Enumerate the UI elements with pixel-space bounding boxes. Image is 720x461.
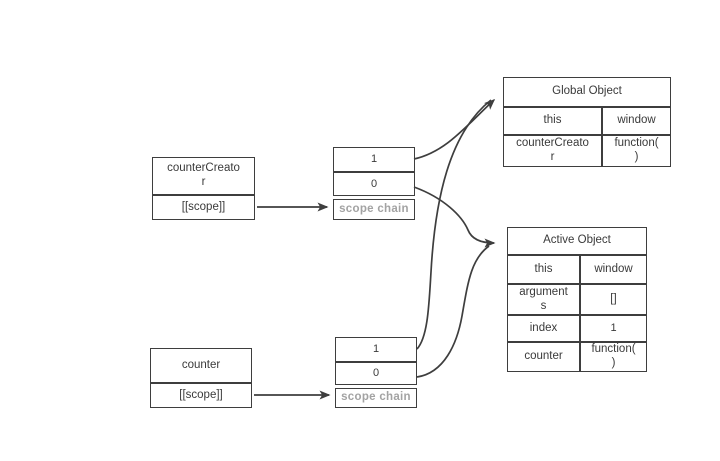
arrow-top0-to-active-object (413, 186, 496, 248)
stack-item-1: 1 (333, 147, 415, 172)
table-cell-key: counter (507, 342, 580, 372)
scope-chain-label: scope chain (333, 199, 415, 220)
global-object-table: Global Object this window counterCreato … (503, 77, 671, 167)
table-cell-value: 1 (580, 315, 647, 342)
table-row: counterCreato r function( ) (503, 135, 671, 167)
table-cell-key: this (503, 107, 602, 135)
table-cell-key: counterCreato r (503, 135, 602, 167)
table-cell-value: window (580, 255, 647, 284)
stack-item-0: 0 (333, 172, 415, 196)
active-object-table: Active Object this window argument s [] … (507, 227, 647, 372)
table-cell-value: function( ) (602, 135, 671, 167)
table-cell-value: function( ) (580, 342, 647, 372)
table-row: this window (503, 107, 671, 135)
scope-chain-stack-bottom: 1 0 scope chain (335, 337, 417, 408)
stack-item-0: 0 (335, 362, 417, 385)
active-object-header: Active Object (507, 227, 647, 255)
counter-creator-box: counterCreato r [[scope]] (152, 157, 255, 220)
global-object-header: Global Object (503, 77, 671, 107)
table-row: index 1 (507, 315, 647, 342)
counter-scope-slot: [[scope]] (150, 383, 252, 408)
stack-item-1: 1 (335, 337, 417, 362)
table-cell-key: this (507, 255, 580, 284)
table-row: counter function( ) (507, 342, 647, 372)
table-cell-value: [] (580, 284, 647, 315)
table-row: this window (507, 255, 647, 284)
table-row: argument s [] (507, 284, 647, 315)
counter-title: counter (150, 348, 252, 383)
table-cell-key: index (507, 315, 580, 342)
arrow-bottom0-to-active-object (416, 245, 490, 378)
arrow-bottom1-to-global-object (416, 99, 492, 350)
counter-creator-title: counterCreato r (152, 157, 255, 195)
counter-box: counter [[scope]] (150, 348, 252, 408)
counter-creator-scope-slot: [[scope]] (152, 195, 255, 220)
scope-chain-label: scope chain (335, 388, 417, 408)
table-cell-key: argument s (507, 284, 580, 315)
table-cell-value: window (602, 107, 671, 135)
arrow-top1-to-global-object (413, 98, 496, 160)
scope-chain-stack-top: 1 0 scope chain (333, 147, 415, 220)
